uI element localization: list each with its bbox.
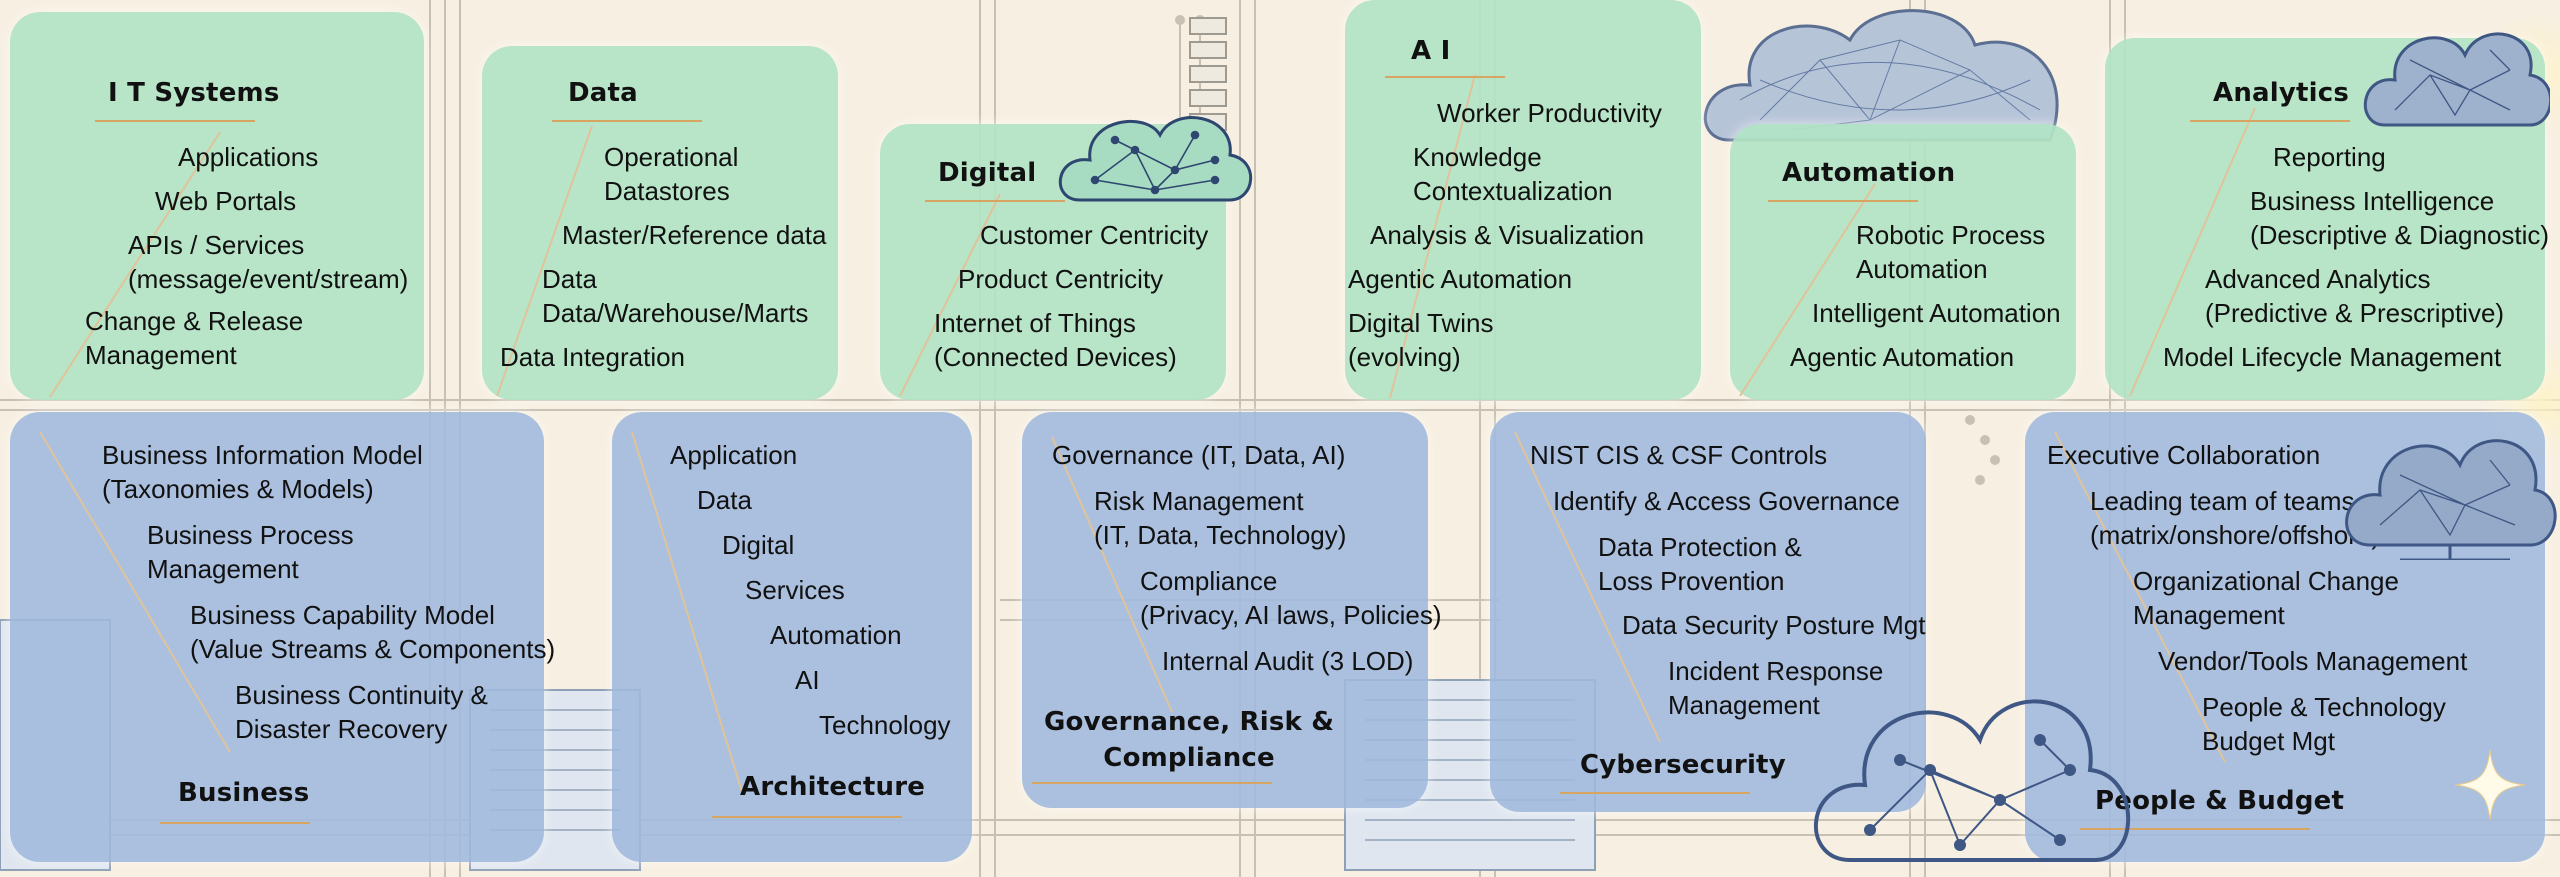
card-automation: Automation Robotic Process Automation In… [1730,124,2076,400]
list-item: Leading team of teams (matrix/onshore/of… [2090,486,2380,550]
list-item: Internet of Things (Connected Devices) [934,308,1177,372]
title-underline [2190,120,2350,122]
list-item: Reporting [2273,142,2386,172]
list-item: Web Portals [155,186,297,216]
card-grc: Governance (IT, Data, AI) Risk Managemen… [1022,412,1441,808]
title-underline [1385,76,1505,78]
list-item: NIST CIS & CSF Controls [1530,440,1828,470]
list-item: Organizational Change Management [2133,566,2399,630]
list-item: Business Intelligence (Descriptive & Dia… [2250,186,2550,250]
list-item: Knowledge Contextualization [1413,142,1613,206]
card-cybersecurity: NIST CIS & CSF Controls Identify & Acces… [1490,412,1926,812]
list-item: People & Technology Budget Mgt [2202,692,2446,756]
list-item: Governance (IT, Data, AI) [1052,440,1346,470]
list-item: Intelligent Automation [1812,298,2061,328]
list-item: Vendor/Tools Management [2158,646,2468,676]
list-item: Identify & Access Governance [1553,486,1900,516]
list-item: Advanced Analytics (Predictive & Prescri… [2205,264,2505,328]
list-item: Master/Reference data [562,220,827,250]
list-item: Product Centricity [958,264,1164,294]
list-item: Automation [770,620,902,650]
title-underline [95,120,255,122]
list-item: APIs / Services (message/event/stream) [128,230,409,294]
title-underline [1032,782,1272,784]
card-digital: Digital Customer Centricity Product Cent… [880,124,1226,400]
card-title: People & Budget [2095,786,2345,816]
card-title: Analytics [2213,78,2350,108]
title-underline [1768,200,1918,202]
list-item: Application [670,440,798,470]
list-item: Business Continuity & Disaster Recovery [235,680,488,744]
list-item: Robotic Process Automation [1856,220,2046,284]
card-title: Governance, Risk & Compliance [1044,707,1335,773]
list-item: Operational Datastores [604,142,739,206]
list-item: Model Lifecycle Management [2163,342,2502,372]
card-business: Business Information Model (Taxonomies &… [10,412,555,862]
card-it-systems: I T Systems Applications Web Portals API… [10,12,424,400]
list-item: Internal Audit (3 LOD) [1162,646,1414,676]
list-item: Business Process Management [147,520,354,584]
card-title: Cybersecurity [1580,750,1786,780]
list-item: Data [697,485,752,515]
list-item: Data Security Posture Mgt [1622,610,1926,640]
card-title: Data [568,78,638,108]
list-item: Technology [819,710,951,740]
title-underline [552,120,702,122]
title-underline [1560,792,1750,794]
list-item: Business Information Model (Taxonomies &… [102,440,423,504]
list-item: Business Capability Model (Value Streams… [190,600,556,664]
list-item: Worker Productivity [1437,98,1662,128]
list-item: Agentic Automation [1790,342,2015,372]
card-title: Automation [1782,158,1956,188]
list-item: Applications [178,142,319,172]
title-underline [712,816,902,818]
list-item: Compliance (Privacy, AI laws, Policies) [1140,566,1442,630]
card-title: Digital [938,158,1037,188]
list-item: Executive Collaboration [2047,440,2321,470]
card-title: I T Systems [108,78,280,108]
card-architecture: Application Data Digital Services Automa… [612,412,972,862]
list-item: Analysis & Visualization [1370,220,1645,250]
list-item: Risk Management (IT, Data, Technology) [1094,486,1347,550]
list-item: Services [745,575,845,605]
card-analytics: Analytics Reporting Business Intelligenc… [2105,38,2549,400]
card-people-budget: Executive Collaboration Leading team of … [2025,412,2545,862]
title-underline [160,822,310,824]
list-item: Digital [722,530,795,560]
list-item: Data Protection & Loss Provention [1598,532,1802,596]
list-item: Agentic Automation [1348,264,1573,294]
title-underline [2080,828,2310,830]
list-item: Data Data/Warehouse/Marts [542,264,809,328]
list-item: Data Integration [500,342,686,372]
list-item: Customer Centricity [980,220,1209,250]
card-title: A I [1411,36,1451,66]
title-underline [925,200,1065,202]
list-item: Change & Release Management [85,306,304,370]
card-data: Data Operational Datastores Master/Refer… [482,46,838,400]
list-item: Incident Response Management [1668,656,1884,720]
card-title: Architecture [740,772,926,802]
card-title: Business [178,778,310,808]
list-item: Digital Twins (evolving) [1348,308,1494,372]
list-item: AI [795,665,820,695]
card-ai: A I Worker Productivity Knowledge Contex… [1345,0,1701,400]
